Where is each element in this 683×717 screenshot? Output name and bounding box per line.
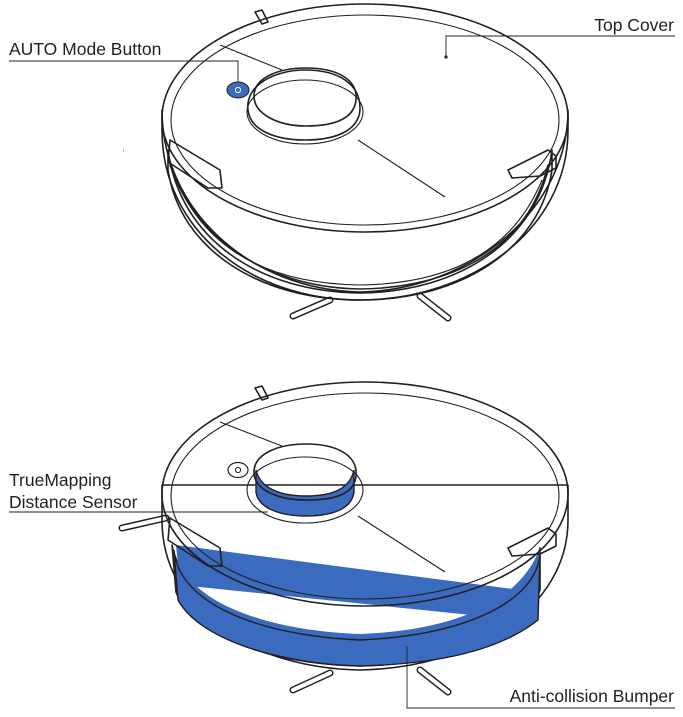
label-auto-mode-button: AUTO Mode Button: [9, 39, 162, 59]
leader-bumper: [406, 646, 675, 709]
side-brush-left: [123, 138, 167, 152]
top-cover: [161, 3, 569, 233]
label-top-cover: Top Cover: [594, 15, 674, 35]
leader-auto-button: [9, 60, 239, 82]
label-sensor-line2: Distance Sensor: [9, 492, 138, 512]
robot-bottom-view: [9, 381, 675, 709]
side-brush-bottom-left-2: [289, 669, 334, 694]
robot-top-view: [9, 3, 675, 322]
leader-top-cover: [445, 35, 675, 56]
side-brush-left-2: [118, 514, 170, 532]
robot-body-wall: [161, 109, 569, 301]
auto-mode-button: [226, 81, 250, 99]
label-distance-sensor: TrueMapping Distance Sensor: [9, 469, 137, 513]
label-anti-collision-bumper: Anti-collision Bumper: [509, 686, 674, 706]
truemapping-distance-sensor: [255, 469, 355, 517]
label-sensor-line1: TrueMapping: [9, 470, 112, 490]
side-brush-bottom-left: [289, 296, 334, 320]
auto-mode-button-2: [227, 461, 249, 479]
side-brush-bottom-right: [416, 292, 452, 322]
lidar-turret: [247, 69, 361, 141]
side-brush-bottom-right-2: [416, 666, 452, 696]
top-cover-2: [161, 381, 569, 607]
